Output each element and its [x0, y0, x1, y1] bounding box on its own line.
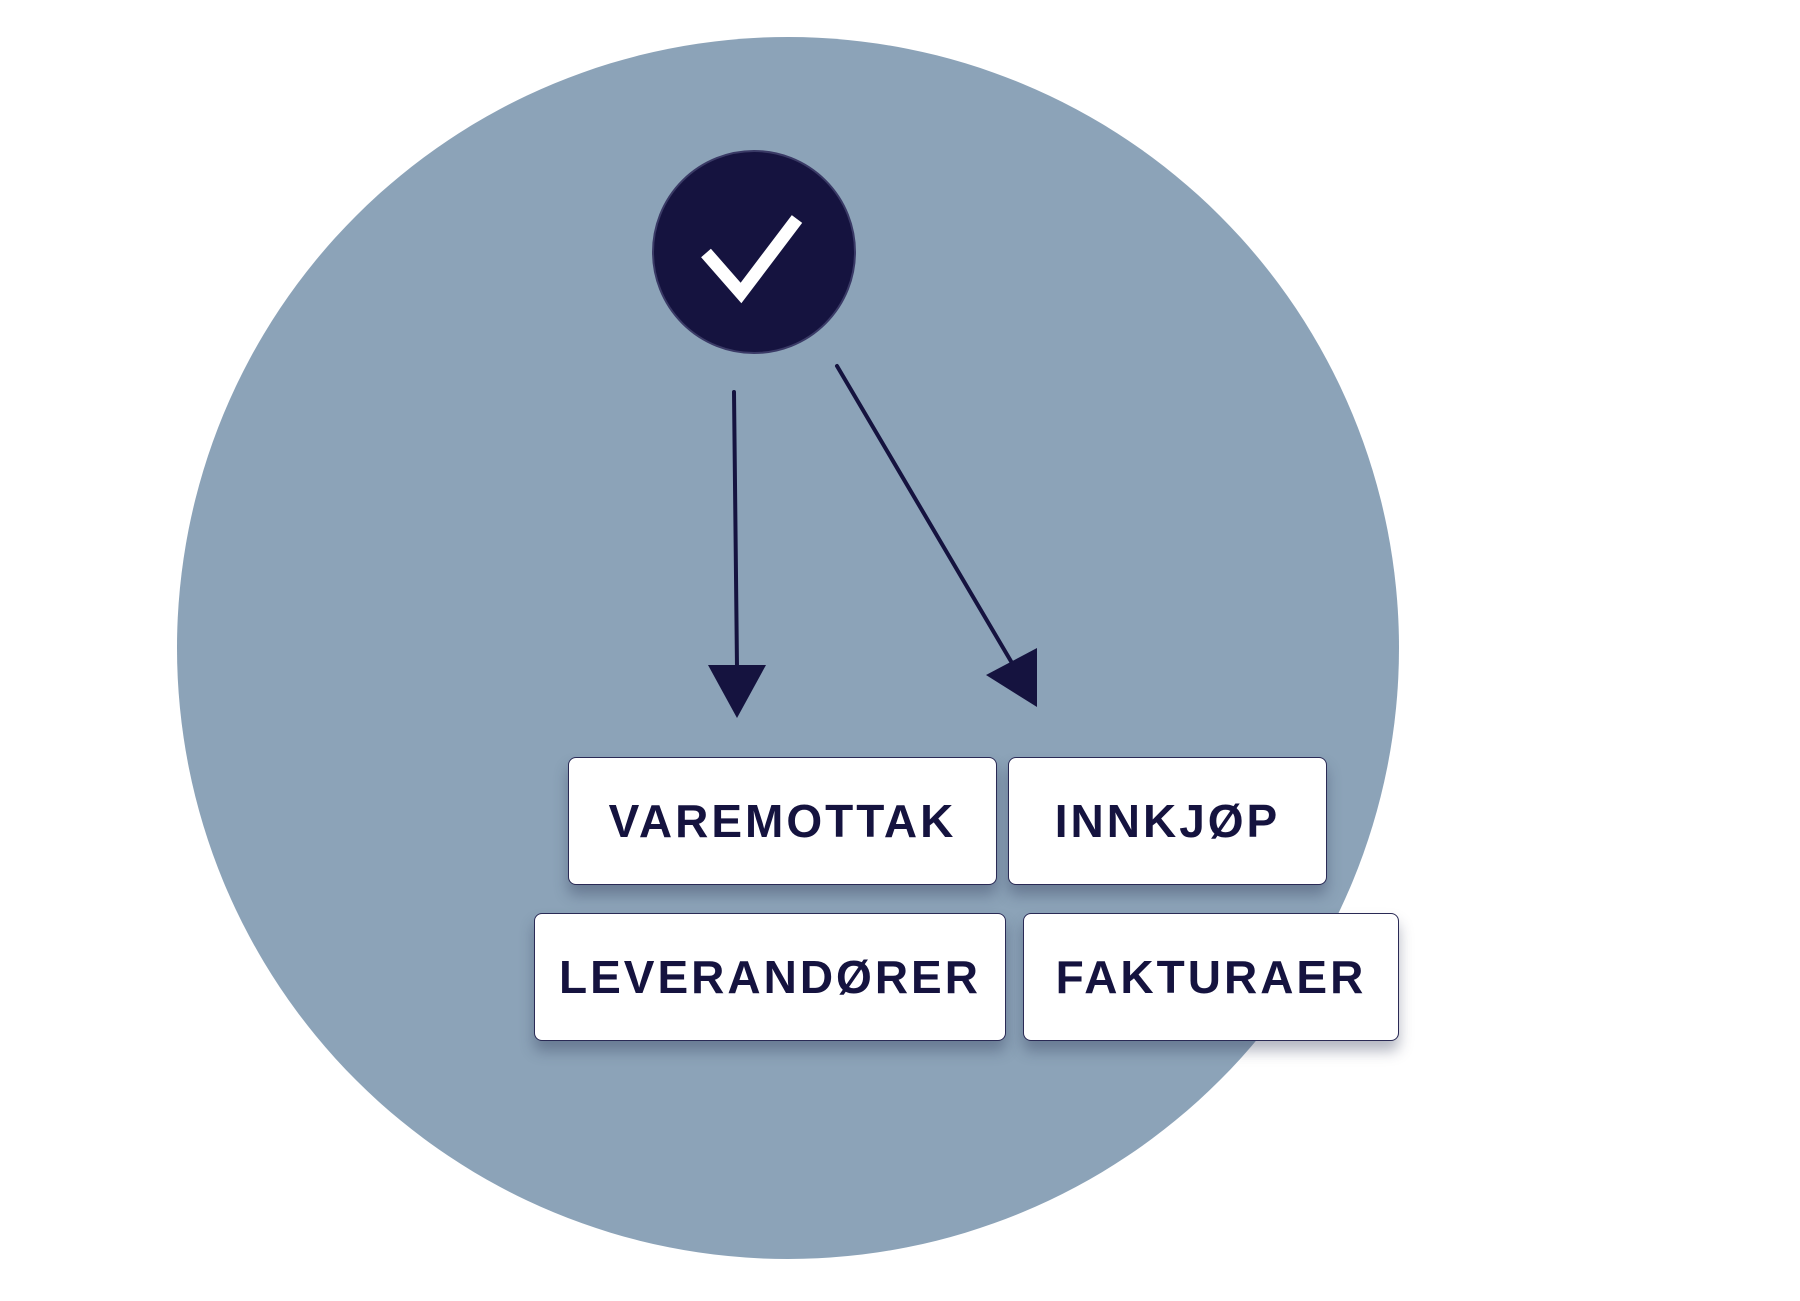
box-label: LEVERANDØRER: [559, 951, 981, 1003]
box-innkjop[interactable]: INNKJØP: [1008, 757, 1327, 885]
box-fakturaer[interactable]: FAKTURAER: [1023, 913, 1399, 1041]
box-label: FAKTURAER: [1055, 951, 1367, 1003]
box-label: INNKJØP: [1054, 795, 1281, 847]
box-varemottak[interactable]: VAREMOTTAK: [568, 757, 997, 885]
box-label: VAREMOTTAK: [608, 795, 957, 847]
arrow-to-innkjop: [835, 364, 1037, 707]
box-leverandorer[interactable]: LEVERANDØRER: [534, 913, 1006, 1041]
arrow-to-varemottak: [708, 390, 766, 718]
check-circle-icon: [652, 150, 856, 354]
